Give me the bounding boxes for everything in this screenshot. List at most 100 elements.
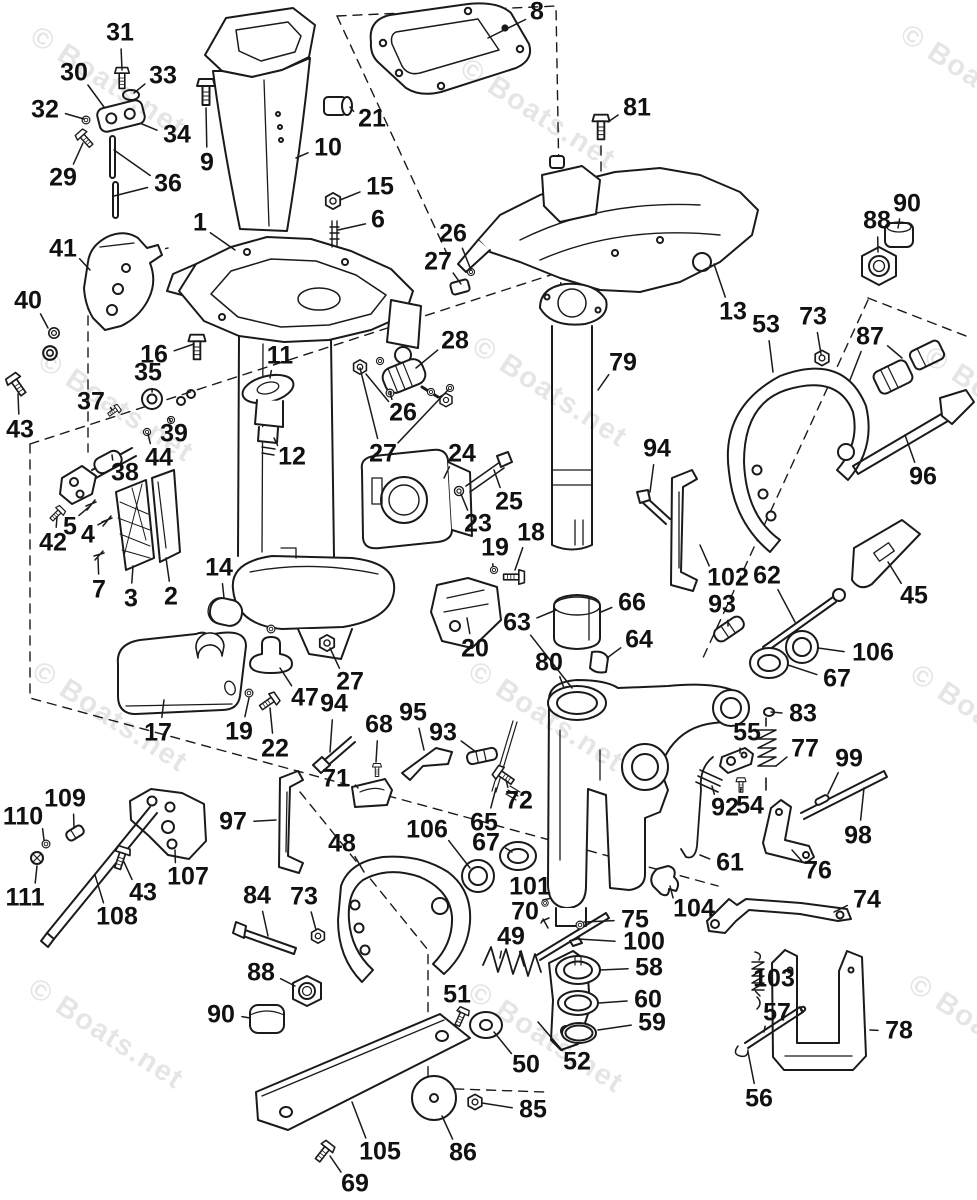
part-callout-9: 9 [200,148,214,177]
part-callout-17: 17 [144,718,172,747]
part-callout-31: 31 [106,18,134,47]
part-callout-90: 90 [207,1000,235,1029]
housing-cover-group [116,597,336,715]
part-callout-78: 78 [885,1016,913,1045]
part-callout-86: 86 [449,1138,477,1167]
part-callout-76: 76 [804,856,832,885]
part-callout-75: 75 [621,905,649,934]
leader-line [329,647,341,669]
leader-line [887,561,902,585]
leader-line [273,437,279,447]
leader-line [458,1010,461,1013]
part-callout-40: 40 [14,286,42,315]
part-callout-97: 97 [219,807,247,836]
part-callout-106: 106 [406,815,448,844]
leader-line [817,647,845,653]
leader-line [452,272,462,285]
leader-line [849,350,862,381]
part-callout-11: 11 [266,341,294,370]
part-callout-83: 83 [789,699,817,728]
part-callout-37: 37 [77,387,105,416]
leader-line [78,258,91,271]
leader-line [763,1025,766,1033]
leader-line [349,106,355,113]
part-callout-102: 102 [707,563,749,592]
leader-line [481,1102,513,1109]
part-callout-38: 38 [111,458,139,487]
shift-rod-group [47,447,181,571]
part-callout-94: 94 [320,689,348,718]
part-callout-27: 27 [336,667,364,696]
part-callout-99: 99 [835,744,863,773]
part-callout-44: 44 [145,443,173,472]
leader-line [713,263,727,298]
leader-line [461,247,472,271]
leader-line [109,406,113,411]
part-callout-95: 95 [399,698,427,727]
leader-line [123,861,133,881]
leader-line [34,865,38,884]
part-callout-106: 106 [852,638,894,667]
part-callout-19: 19 [481,533,509,562]
part-callout-26: 26 [439,219,467,248]
part-callout-43: 43 [6,415,34,444]
leader-line [777,588,796,623]
leader-line [365,373,390,403]
part-callout-32: 32 [31,95,59,124]
leader-line [542,897,552,901]
part-callout-80: 80 [535,648,563,677]
leader-line [375,740,379,763]
part-callout-50: 50 [512,1050,540,1079]
leader-line [165,557,171,582]
link-straps-and-pins [636,469,921,653]
leader-line [505,847,513,853]
part-callout-56: 56 [745,1084,773,1113]
part-callout-105: 105 [359,1137,401,1166]
part-callout-15: 15 [366,172,394,201]
part-callout-4: 4 [81,520,95,549]
leader-line [859,787,865,821]
center-hardware [312,736,521,808]
leader-line [466,617,471,635]
part-callout-25: 25 [495,487,523,516]
leader-line [460,493,469,511]
leader-line [205,107,208,148]
leader-line [487,18,527,39]
part-callout-98: 98 [844,821,872,850]
lower-mount-bracket [360,448,513,550]
leader-line [351,1101,367,1139]
part-callout-43: 43 [129,878,157,907]
part-callout-110: 110 [2,802,44,831]
leader-line [669,885,674,899]
part-callout-27: 27 [424,247,452,276]
part-callout-74: 74 [853,885,881,914]
part-callout-33: 33 [149,61,177,90]
leader-line [443,466,451,479]
part-callout-96: 96 [909,462,937,491]
tilt-lock-linkage [650,717,888,934]
part-callout-21: 21 [358,104,386,133]
part-callout-45: 45 [900,581,928,610]
leader-line [87,84,105,108]
leader-lines [17,18,916,1173]
leader-line [833,904,849,913]
part-callout-3: 3 [124,584,138,613]
part-callout-5: 5 [63,512,77,541]
leader-line [329,1155,342,1173]
part-callout-65: 65 [470,808,498,837]
part-callout-42: 42 [39,528,67,557]
part-callout-57: 57 [763,998,791,1027]
leader-line [120,48,123,71]
leader-line [389,391,393,401]
leader-line [505,779,509,789]
leader-line [241,1015,251,1019]
leader-line [329,719,334,753]
leader-line [597,1024,632,1031]
leader-line [754,990,761,997]
leader-line [747,1051,755,1085]
leader-line [310,911,317,931]
leader-line [261,910,269,937]
stud-and-nut [324,191,342,248]
leader-line [770,711,783,714]
